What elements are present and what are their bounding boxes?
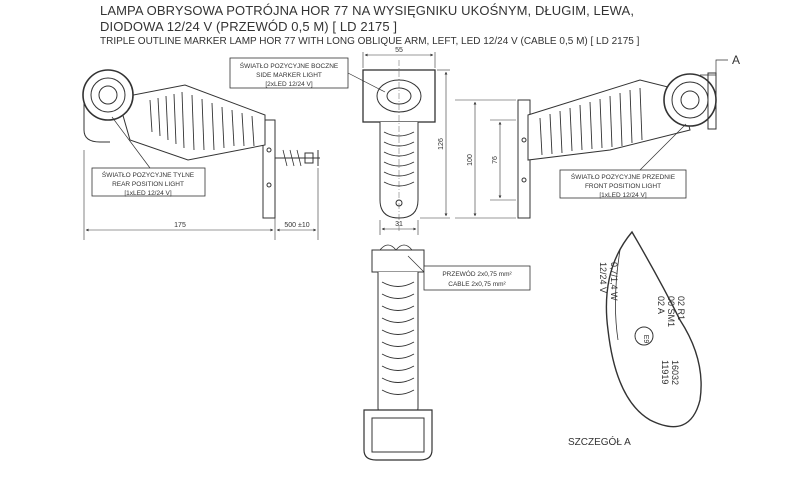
dim-length-label: 175 bbox=[174, 222, 186, 229]
detail-a-outline bbox=[605, 230, 702, 428]
title-polish-line2: DIODOWA 12/24 V (PRZEWÓD 0,5 M) [ LD 217… bbox=[100, 19, 398, 34]
lower-view bbox=[363, 244, 531, 461]
left-plate-screw bbox=[266, 147, 272, 153]
dim-cable-label: 500 ±10 bbox=[284, 222, 309, 229]
lower-cable-loop bbox=[379, 244, 413, 251]
lower-arm-ribs bbox=[381, 281, 415, 395]
cable-callout-leader bbox=[407, 255, 425, 273]
side-callout-line1: ŚWIATŁO POZYCYJNE BOCZNE bbox=[240, 61, 339, 70]
dim-height-side-label: 76 bbox=[492, 156, 499, 164]
title-polish: LAMPA OBRYSOWA POTRÓJNA HOR 77 NA WYSIĘG… bbox=[100, 3, 634, 35]
detail-a-edge bbox=[615, 249, 621, 341]
front-lamp-led bbox=[680, 90, 700, 110]
lower-lamp-lens bbox=[371, 417, 425, 453]
left-plate-screw bbox=[266, 182, 272, 188]
lower-lamp-head bbox=[363, 409, 433, 461]
front-callout-line1: ŚWIATŁO POZYCYJNE PRZEDNIE bbox=[571, 172, 676, 181]
lower-arm bbox=[377, 272, 419, 421]
side-callout-line2: SIDE MARKER LIGHT bbox=[256, 72, 322, 79]
e-mark-label: E9 bbox=[642, 335, 649, 344]
rear-callout-leader bbox=[111, 116, 151, 169]
center-view bbox=[229, 52, 450, 235]
side-callout-box bbox=[229, 57, 349, 89]
left-cable bbox=[275, 149, 320, 167]
detail-a-caption: SZCZEGÓŁ A bbox=[568, 435, 631, 448]
left-arm bbox=[117, 84, 266, 161]
right-view bbox=[455, 59, 728, 219]
detail-code-1: 02 A bbox=[656, 296, 666, 314]
left-mount-plate bbox=[262, 119, 276, 219]
detail-power: 0,7/1,4 W bbox=[609, 262, 619, 301]
left-arm-ribs bbox=[149, 91, 255, 151]
left-view bbox=[82, 69, 320, 240]
detail-code-2: 00 SM1 bbox=[666, 296, 676, 327]
rear-lamp-lens bbox=[90, 77, 126, 113]
rear-lamp-head bbox=[82, 69, 134, 121]
title-polish-line1: LAMPA OBRYSOWA POTRÓJNA HOR 77 NA WYSIĘG… bbox=[100, 3, 635, 18]
front-callout-box bbox=[559, 169, 687, 199]
dim-height-inner-label: 100 bbox=[467, 154, 474, 166]
cable-callout-box bbox=[423, 265, 531, 291]
rear-callout-line3: [1xLED 12/24 V] bbox=[124, 190, 172, 197]
detail-code-3: 02 R1 bbox=[676, 296, 686, 320]
detail-voltage: 12/24 V bbox=[598, 262, 608, 293]
side-callout-line3: [2xLED 12/24 V] bbox=[265, 81, 313, 88]
lower-connector bbox=[371, 249, 425, 273]
dim-top-width-label: 55 bbox=[395, 47, 403, 54]
side-callout-leader bbox=[347, 72, 386, 93]
cable-callout-line2: CABLE 2x0,75 mm² bbox=[448, 281, 506, 288]
rear-callout-line2: REAR POSITION LIGHT bbox=[112, 181, 184, 188]
detail-approval-1: 11919 bbox=[660, 360, 670, 384]
detail-a-view bbox=[605, 230, 702, 428]
front-callout-line2: FRONT POSITION LIGHT bbox=[585, 183, 661, 190]
rear-lamp-housing bbox=[83, 102, 110, 143]
title-english: TRIPLE OUTLINE MARKER LAMP HOR 77 WITH L… bbox=[100, 36, 640, 47]
rear-callout-line1: ŚWIATŁO POZYCYJNE TYLNE bbox=[102, 170, 195, 179]
rear-lamp-led bbox=[98, 85, 118, 105]
detail-a-marker: A bbox=[732, 53, 740, 67]
detail-approval-2: 16032 bbox=[670, 360, 680, 385]
rear-callout-box bbox=[91, 167, 206, 197]
front-callout-leader bbox=[639, 123, 687, 171]
dim-bottom-width-label: 31 bbox=[395, 221, 403, 228]
front-lamp-side bbox=[707, 72, 717, 130]
right-arm-ribs bbox=[539, 87, 643, 156]
e-mark-circle bbox=[634, 326, 654, 346]
dim-height-total-label: 126 bbox=[438, 138, 445, 150]
front-callout-line3: [1xLED 12/24 V] bbox=[599, 192, 647, 199]
cable-callout-line1: PRZEWÓD 2x0,75 mm² bbox=[442, 269, 512, 278]
right-arm bbox=[527, 79, 691, 161]
